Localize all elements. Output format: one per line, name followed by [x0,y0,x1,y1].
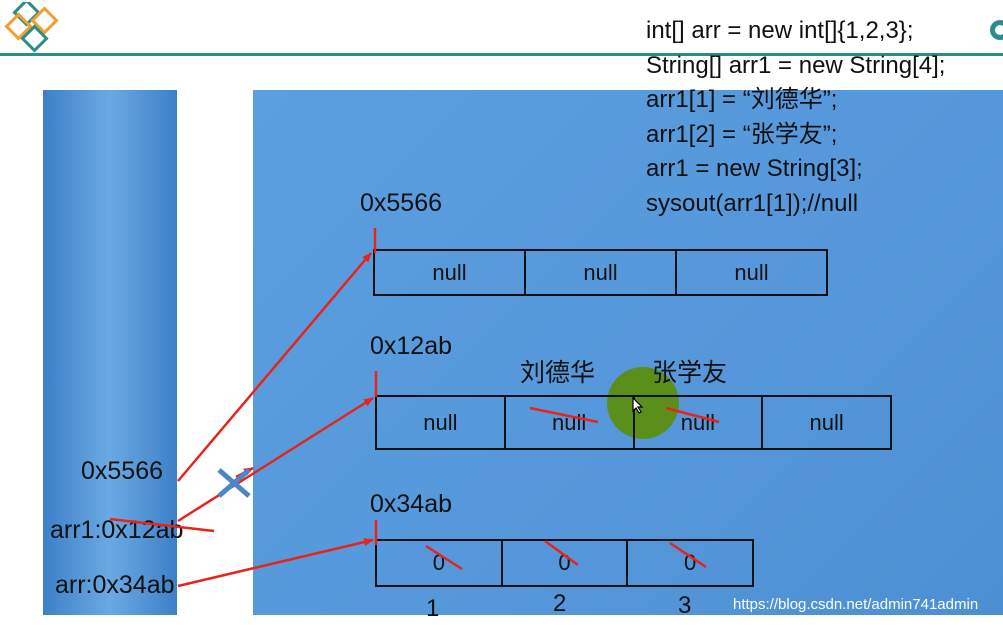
pointer-arrow [177,538,374,588]
strike-mark [425,544,463,571]
code-line: arr1[2] = “张学友”; [646,120,838,148]
strike-mark [665,406,720,424]
code-line: int[] arr = new int[]{1,2,3}; [646,17,914,44]
pointer-arrow [177,396,374,523]
index-label: 2 [553,590,567,617]
index-label: 3 [678,592,692,619]
heap-address-0x34ab: 0x34ab [370,490,453,518]
heap-address-0x12ab: 0x12ab [370,332,453,360]
array-0x5566: null null null [373,249,828,296]
code-line: arr1[1] = “刘德华”; [646,86,838,113]
string-label-liudehua: 刘德华 [520,359,596,387]
strike-mark [529,406,599,424]
array-cell: null [375,251,526,294]
diamond-logo-icon [4,2,59,53]
mouse-cursor-icon [632,396,644,414]
cross-mark [217,468,251,498]
strike-mark [544,539,579,567]
array-cell: null [377,397,506,448]
strike-mark [109,517,215,533]
array-0x12ab: null null null null [375,395,892,450]
array-cell: null [526,251,677,294]
array-0x34ab: 0 0 0 [375,539,754,587]
heap-region [253,90,1003,615]
pointer-arrow [177,252,372,482]
stack-var-arr: arr:0x34ab [55,571,175,599]
stack-var-0x5566: 0x5566 [81,457,164,485]
code-block: int[] arr = new int[]{1,2,3}; String[] ar… [646,14,945,221]
array-cell: null [809,409,844,435]
stack-region [43,90,177,615]
strike-mark [669,541,707,569]
array-cell: 0 [684,550,697,575]
slide-header [0,0,1003,56]
code-line: arr1 = new String[3]; [646,155,863,182]
string-label-zhangxueyou: 张学友 [652,359,728,387]
cursor-highlight [607,367,679,439]
heap-address-0x5566: 0x5566 [360,189,443,217]
code-line: String[] arr1 = new String[4]; [646,51,946,79]
circle-glyph-icon [990,20,1003,40]
index-label: 1 [426,595,440,622]
array-cell: null [734,259,769,285]
code-line: sysout(arr1[1]);//null [646,189,859,217]
header-divider [0,53,1003,56]
watermark-text: https://blog.csdn.net/admin741admin [733,596,979,613]
